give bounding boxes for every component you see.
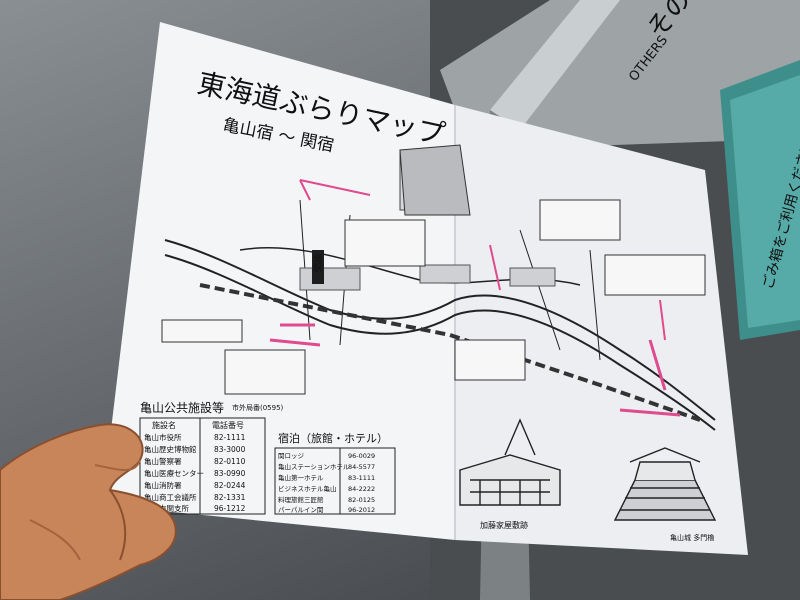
lodging-row-phone: 84-5577	[348, 463, 375, 471]
public-row-name: 亀山市役所	[144, 432, 182, 442]
public-table-title: 亀山公共施設等	[140, 400, 224, 415]
seki-station-marker	[312, 250, 324, 284]
public-table-header-name: 施設名	[152, 420, 176, 430]
map-right-page	[455, 105, 748, 555]
public-row-name: 亀山警察署	[144, 456, 182, 466]
public-table-area-code: 市外局番(0595)	[232, 403, 284, 412]
lodging-row-phone: 82-0125	[348, 496, 375, 504]
public-row-phone: 96-1212	[214, 504, 246, 513]
lodging-row-name: 亀山ステーションホテル	[278, 462, 350, 471]
map-left-page	[102, 22, 455, 540]
lodging-table: 宿泊（旅館・ホテル） 関ロッジ 96-0029 亀山ステーションホテル 84-5…	[274, 431, 396, 515]
public-row-phone: 82-0110	[214, 457, 246, 466]
kato-residence-label: 加藤家屋敷跡	[480, 520, 528, 530]
public-table-header-phone: 電話番号	[212, 420, 244, 430]
public-row-phone: 83-0990	[214, 469, 246, 478]
seki-townscape-sketch	[399, 144, 471, 216]
public-row-name: 亀山商工会議所	[144, 492, 197, 502]
lodging-row-name: 亀山第一ホテル	[278, 473, 324, 482]
kameyama-castle-label: 亀山城 多門櫓	[670, 533, 714, 542]
lodging-row-phone: 84-2222	[348, 485, 375, 493]
lodging-row-phone: 96-2012	[348, 506, 375, 514]
lodging-row-phone: 83-1111	[348, 474, 375, 482]
lodging-table-title: 宿泊（旅館・ホテル）	[278, 431, 388, 445]
public-row-name: 亀山消防署	[144, 480, 182, 490]
lodging-row-phone: 96-0029	[348, 452, 375, 460]
public-facilities-table: 亀山公共施設等 市外局番(0595) 施設名 電話番号 亀山市役所 82-111…	[139, 400, 284, 515]
public-row-phone: 83-3000	[214, 445, 246, 454]
lodging-row-name: ビジネスホテル亀山	[278, 484, 337, 493]
public-row-name: 亀山医療センター	[144, 468, 204, 478]
kato-residence-sketch	[459, 418, 561, 506]
lodging-row-name: 料理旅館三匠館	[278, 495, 324, 504]
public-row-phone: 82-0244	[214, 481, 246, 490]
lodging-row-name: パーパルイン関	[278, 506, 323, 514]
public-row-name: 亀山歴史博物館	[144, 444, 197, 454]
public-table-rows: 亀山市役所 82-1111 亀山歴史博物館 83-3000 亀山警察署 82-0…	[144, 432, 246, 513]
public-row-phone: 82-1111	[214, 433, 246, 442]
lodging-row-name: 関ロッジ	[278, 452, 305, 460]
seki-station-label: 関駅	[311, 254, 322, 273]
public-row-name: 亀山市関支所	[144, 503, 189, 513]
kameyama-castle-sketch	[613, 447, 717, 521]
public-row-phone: 82-1331	[214, 493, 246, 502]
